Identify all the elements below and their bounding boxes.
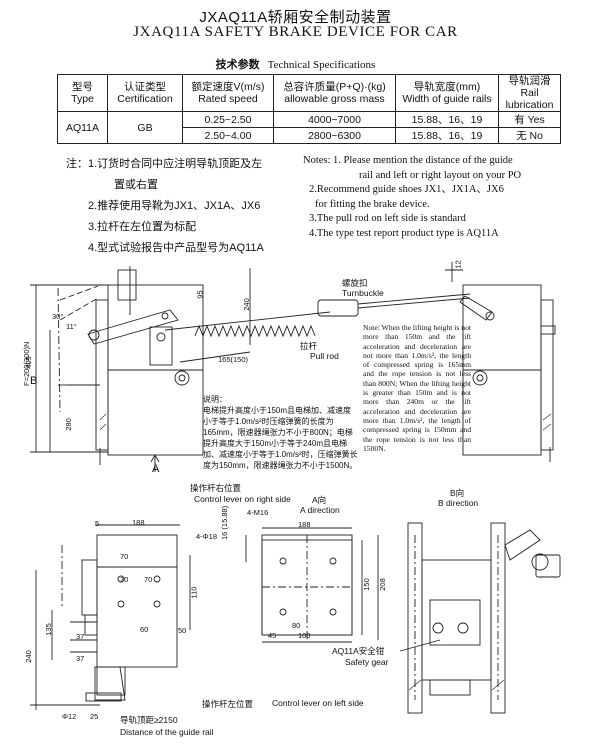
b-direction-en: B direction [438, 498, 479, 508]
note-cn-3: 3.拉杆在左位置为标配 [88, 221, 197, 233]
guide-rail-distance-cn: 导轨顶距≥2150 [120, 715, 178, 725]
tech-params-en: Technical Specifications [267, 59, 376, 71]
note-en-2: 2.Recommend guide shoes JX1、JX1A、JX6 [309, 184, 504, 196]
dim-240: 240 [241, 298, 251, 311]
tech-params-heading: 技术参数 Technical Specifications [0, 56, 591, 72]
explanation-en: Note: When the lifting height is not mor… [363, 323, 471, 453]
page-title-en: JXAQ11A SAFETY BRAKE DEVICE FOR CAR [133, 24, 458, 40]
cell-mass: 2800~6300 [273, 127, 396, 144]
note-en-2b: for fitting the brake device. [315, 198, 430, 210]
dim-12: 12 [453, 260, 463, 269]
tech-params-cn: 技术参数 [215, 59, 260, 71]
pullrod-label-cn: 拉杆 [300, 341, 318, 351]
turnbuckle-label-en: Turnbuckle [342, 288, 384, 298]
dim-70-c: 70 [144, 575, 153, 584]
note-cn-2: 2.推荐使用导靴为JX1、JX1A、JX6 [88, 200, 261, 212]
note-cn-1b: 置或右置 [114, 179, 158, 191]
dim-phi12: Φ12 [62, 712, 77, 721]
control-left-cn: 操作杆左位置 [202, 699, 254, 709]
dim-70-a: 70 [120, 552, 129, 561]
note-en-3: 3.The pull rod on left side is standard [309, 213, 466, 225]
dim-16: 16 (15.88) [220, 505, 229, 540]
notes-en: Notes: 1. Please mention the distance of… [303, 154, 521, 242]
cell-speed: 2.50~4.00 [182, 127, 274, 144]
dim-5: 5 [95, 519, 100, 528]
pullrod-label-en: Pull rod [310, 351, 339, 361]
dim-95: 95 [195, 290, 205, 299]
dim-50: 50 [178, 626, 187, 635]
table-row: 2.50~4.00 2800~6300 15.88、16、19 无 No [58, 127, 561, 144]
dim-208: 208 [377, 578, 387, 591]
note-en-1: Notes: 1. Please mention the distance of… [303, 155, 513, 166]
dim-25: 25 [90, 712, 99, 721]
dim-4-holes: 4-Φ18 [196, 532, 217, 541]
cell-speed: 0.25~2.50 [182, 111, 274, 128]
dim-150: 150 [361, 578, 371, 591]
dim-60: 60 [140, 625, 149, 634]
dim-37-b: 37 [76, 654, 85, 663]
turnbuckle-label-cn: 螺旋扣 [342, 278, 368, 288]
explanation-cn: 说明： 电梯提升高度小于150m且电梯加、减速度小于等于1.0m/s²时压缩弹簧… [203, 394, 358, 471]
safety-gear-cn: AQ11A安全钳 [332, 646, 385, 656]
dim-30-deg: 30° [52, 312, 64, 321]
dim-188-left: 188 [132, 518, 145, 527]
dim-100: 100 [298, 631, 311, 640]
dim-45: 45 [268, 631, 277, 640]
dim-37-a: 37 [76, 632, 85, 641]
dim-11-deg: 11° [66, 322, 77, 331]
cell-certification: GB [107, 111, 183, 144]
page-title-cn: JXAQ11A轿厢安全制动装置 [199, 9, 392, 26]
explanation-cn-title: 说明： [203, 395, 227, 404]
a-direction-cn: A向 [312, 495, 327, 505]
explanation-cn-body: 电梯提升高度小于150m且电梯加、减速度小于等于1.0m/s²时压缩弹簧的长度为… [203, 406, 358, 470]
note-en-4: 4.The type test report product type is A… [309, 227, 499, 239]
control-right-cn: 操作杆右位置 [190, 483, 242, 493]
control-left-en: Control lever on left side [272, 698, 364, 708]
dim-80: 80 [292, 621, 301, 630]
control-right-en: Control lever on right side [194, 494, 291, 504]
a-direction-en: A direction [300, 505, 340, 515]
note-en-1b: rail and left or right layout on your PO [359, 169, 522, 181]
note-cn-4: 4.型式试验报告中产品型号为AQ11A [88, 242, 264, 254]
view-label-a: A [152, 463, 160, 475]
dim-110: 110 [189, 586, 199, 599]
notes-cn: 注：1.订货时合同中应注明导轨顶距及左 置或右置 2.推荐使用导靴为JX1、JX… [66, 154, 264, 259]
cell-lubrication: 无 No [498, 127, 561, 144]
dim-4-m16: 4-M16 [247, 508, 269, 517]
dim-70-b: 70 [120, 575, 129, 584]
b-direction-cn: B向 [450, 488, 465, 498]
dim-188-a: 188 [298, 520, 311, 529]
cell-width: 15.88、16、19 [395, 111, 499, 128]
note-cn-1: 注：1.订货时合同中应注明导轨顶距及左 [66, 158, 263, 170]
safety-gear-en: Safety gear [345, 657, 389, 667]
view-label-b: B [30, 375, 38, 387]
guide-rail-distance-en: Distance of the guide rail [120, 727, 214, 737]
dim-280: 280 [63, 418, 73, 431]
table-row: AQ11A GB 0.25~2.50 4000~7000 15.88、16、19… [57, 111, 561, 144]
dim-240-b: 240 [23, 650, 33, 663]
dim-165: 165(150) [218, 355, 249, 364]
dim-135: 135 [43, 623, 53, 636]
cell-type: AQ11A [57, 111, 108, 144]
